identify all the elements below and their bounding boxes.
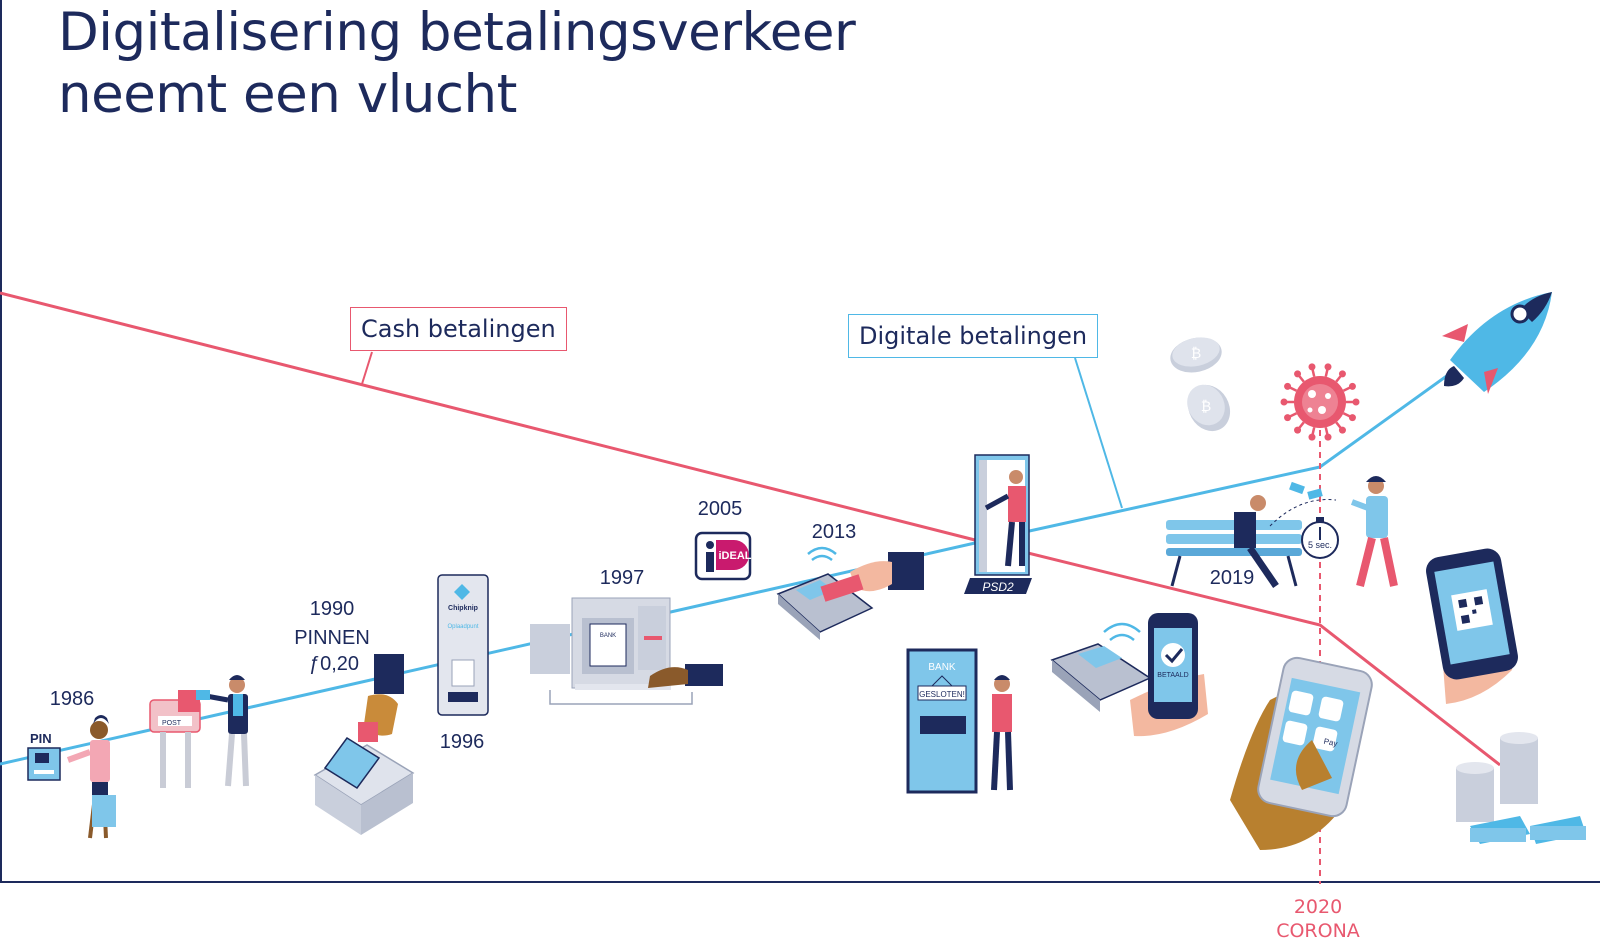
confused-man-icon — [991, 675, 1013, 791]
pin-atm-icon — [27, 747, 61, 781]
corona-text: CORONA — [1276, 920, 1360, 942]
contactless-terminal-icon — [776, 546, 924, 640]
oplaadpunt-label: Oplaadpunt — [447, 624, 478, 630]
bitcoin-coin-1-icon: ₿ — [1170, 337, 1222, 373]
rocket-icon — [1442, 292, 1552, 394]
bank-sign: BANK — [928, 662, 956, 673]
chipknip-label: Chipknip — [448, 605, 478, 612]
computer-bank-screen: BANK — [600, 633, 616, 639]
bitcoin-coin-2-icon: ₿ — [1187, 384, 1231, 432]
pinnen-label: PINNEN — [294, 627, 370, 649]
year-2005-label: 2005 — [698, 498, 743, 520]
park-bench-icon — [1166, 495, 1302, 588]
post-label: POST — [162, 720, 182, 727]
title-line-1: Digitalisering betalingsverkeer — [58, 2, 856, 63]
year-2013-label: 2013 — [812, 521, 857, 543]
cash-trend-line — [0, 291, 1501, 767]
betaald-label: BETAALD — [1157, 672, 1188, 679]
coronavirus-icon — [1280, 363, 1360, 441]
chipknip-oplaadpunt-icon — [437, 574, 489, 716]
svg-text:₿: ₿ — [1201, 399, 1211, 415]
year-1986-label: 1986 — [50, 688, 95, 710]
pin-terminal-1990-icon — [313, 654, 415, 835]
closed-bank-icon — [906, 648, 978, 794]
terminal-with-phone-icon — [1050, 613, 1208, 737]
pin-sign: PIN — [30, 731, 52, 746]
man-receiving-payment-icon — [1350, 476, 1398, 587]
ideal-logo-icon — [694, 531, 752, 581]
five-seconds-label: 5 sec. — [1308, 540, 1332, 550]
title-line-2: neemt een vlucht — [58, 64, 517, 125]
year-1997-label: 1997 — [600, 567, 645, 589]
apple-pay-label: Pay — [1323, 737, 1338, 749]
page-title: Digitalisering betalingsverkeer neemt ee… — [58, 2, 856, 126]
corona-label: 2020 CORONA — [1258, 895, 1378, 943]
cash-payments-legend: Cash betalingen — [350, 307, 567, 351]
psd2-label: PSD2 — [982, 580, 1014, 594]
year-2020-label: 2020 — [1293, 896, 1343, 918]
gesloten-sign: GESLOTEN! — [919, 690, 965, 699]
digital-payments-legend: Digitale betalingen — [848, 314, 1099, 358]
coins-and-banknotes-icon — [1456, 732, 1586, 844]
phone-qr-code-icon — [1426, 548, 1518, 704]
mailbox-icon — [149, 690, 201, 788]
pinnen-price-label: ƒ0,20 — [309, 653, 359, 675]
psd2-door-icon — [964, 454, 1032, 594]
year-2019-label: 2019 — [1210, 567, 1255, 589]
digital-connector — [1074, 357, 1123, 509]
cash-connector — [361, 351, 373, 385]
computer-internet-banking-icon — [530, 597, 723, 705]
year-1996-label: 1996 — [440, 731, 485, 753]
svg-text:₿: ₿ — [1191, 346, 1201, 362]
woman-with-bag-icon — [66, 715, 116, 839]
year-1990-label: 1990 — [310, 598, 355, 620]
stopwatch-icon — [1269, 481, 1339, 559]
man-with-letter-icon — [196, 675, 249, 787]
phone-payment-apps-icon — [1230, 656, 1373, 850]
ideal-logo-text: iDEAL — [719, 550, 752, 562]
